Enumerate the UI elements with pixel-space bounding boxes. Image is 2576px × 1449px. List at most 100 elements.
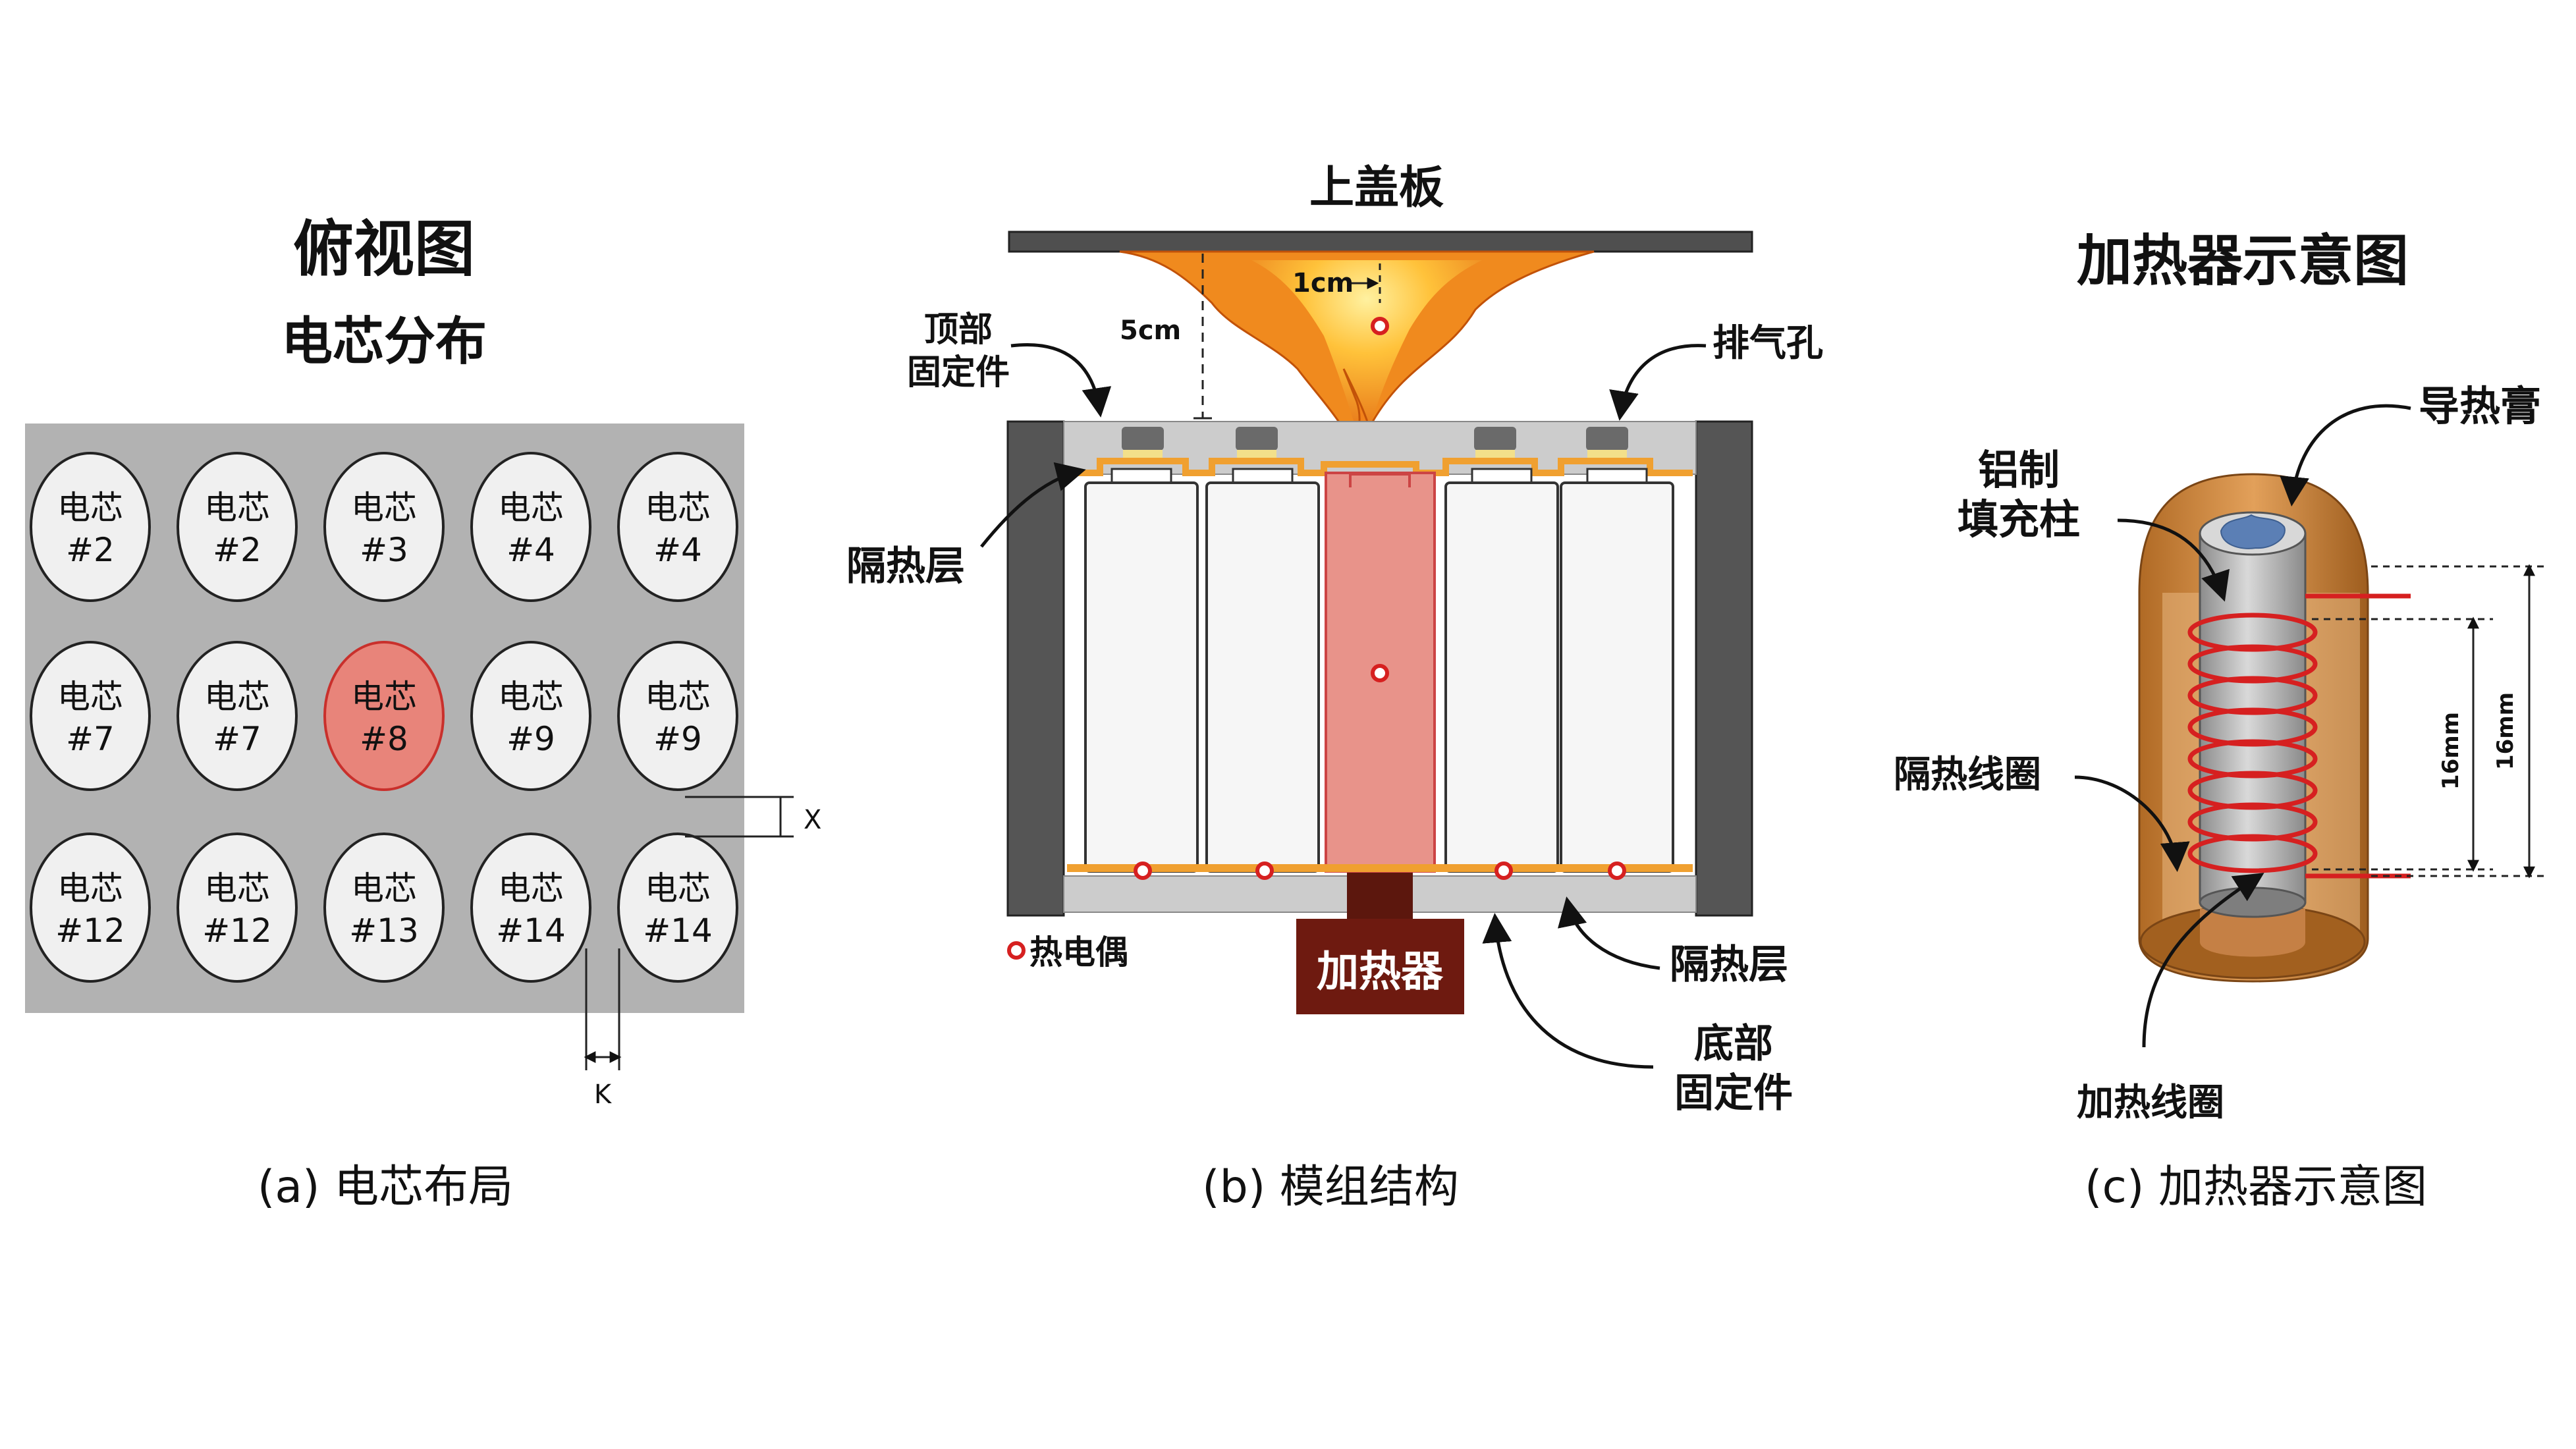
coil-turn	[2187, 739, 2318, 779]
aluminum-column-label-1: 铝制	[1978, 446, 2060, 494]
cell-1: 电芯 #2	[30, 452, 151, 602]
aluminum-column	[2199, 532, 2307, 904]
heating-coil	[2187, 613, 2318, 873]
cell-ellipse	[30, 641, 151, 791]
cell-label-number: #3	[360, 531, 408, 569]
cell-label-top: 电芯	[351, 678, 417, 716]
panel-a: 俯视图 电芯分布 电芯#2电芯#2电芯#3电芯#4电芯#4电芯#7电芯#7电芯#…	[25, 214, 821, 1213]
thermocouple-legend-icon	[1007, 941, 1026, 960]
thermocouple-point	[1371, 664, 1389, 682]
right-wall	[1695, 420, 1753, 917]
cell-3: 电芯#3	[323, 452, 445, 602]
thermocouple-point	[1494, 861, 1513, 880]
aluminum-column-arrow	[2117, 518, 2230, 602]
coil-turn	[2187, 644, 2318, 684]
cell-11: 电芯 #12	[30, 833, 151, 983]
cell-label-number: #4	[653, 531, 702, 569]
cell-label-top: 电芯	[498, 869, 564, 908]
battery-cell	[1560, 468, 1674, 873]
panel-b: 上盖板 1cm 5cm 加热器	[846, 162, 1823, 1213]
thermocouple-point	[1255, 861, 1274, 880]
cell-ellipse	[177, 452, 298, 602]
cell-14: 电芯#14	[470, 833, 591, 983]
dim-inner-label: 16mm	[2438, 712, 2464, 790]
cell-ellipse	[323, 833, 445, 983]
cell-ellipse	[30, 452, 151, 602]
cell-label-number: #7	[66, 720, 115, 758]
cell-label-top: 电芯	[498, 678, 564, 716]
cell-ellipse	[177, 641, 298, 791]
thermal-paste-label: 导热膏	[2419, 382, 2541, 430]
cell-ellipse	[323, 452, 445, 602]
thermocouple-point	[1371, 317, 1389, 335]
heating-coil-arrow	[2142, 873, 2264, 1048]
cell-15: 电芯#14	[617, 833, 738, 983]
panel-a-title: 俯视图	[293, 214, 475, 285]
cell-label-number: #9	[507, 720, 555, 758]
cell-label-number: #2	[66, 531, 115, 569]
top-fixture-label-1: 顶部	[924, 310, 993, 350]
cell-label-top: 电芯	[645, 678, 711, 716]
gap-k-label: K	[594, 1080, 613, 1110]
module-cells	[1084, 468, 1674, 873]
flame-core	[1251, 260, 1482, 454]
dim-1cm-marker	[1350, 263, 1381, 303]
vent-arrow	[1609, 344, 1707, 421]
cell-label-top: 电芯	[204, 678, 270, 716]
insulation-coil-label: 隔热线圈	[1894, 753, 2041, 796]
coil-turn	[2187, 802, 2318, 842]
panel-a-subtitle: 电芯分布	[281, 312, 487, 371]
vent	[1122, 427, 1164, 460]
cell-label-number: #9	[653, 720, 702, 758]
coil-turn	[2187, 676, 2318, 715]
dim-5cm-marker	[1193, 254, 1212, 420]
bottom-fixture-label-2: 固定件	[1674, 1070, 1793, 1116]
insulation-bottom-arrow	[1558, 896, 1660, 970]
gap-x-label: X	[804, 805, 821, 835]
left-wall	[1006, 420, 1065, 917]
aluminum-column-bottom	[2199, 887, 2307, 918]
cell-label-number: #12	[202, 912, 272, 950]
thermocouple-point	[1134, 861, 1152, 880]
cell-ellipse	[470, 641, 591, 791]
heater-stem	[1347, 873, 1413, 919]
insulation-coil-arrow	[2074, 775, 2190, 872]
cell-ellipse	[617, 452, 738, 602]
cell-6: 电芯 #7	[30, 641, 151, 791]
thermal-paste	[2220, 514, 2286, 549]
gap-k-dimension	[584, 948, 622, 1070]
heater-label: 加热器	[1317, 948, 1444, 997]
top-plate-label: 上盖板	[1309, 162, 1444, 214]
cell-2: 电芯#2	[177, 452, 298, 602]
dimension-inner	[2312, 616, 2493, 872]
vent	[1236, 427, 1278, 460]
cell-label-top: 电芯	[57, 869, 123, 908]
dim-5cm-label: 5cm	[1120, 315, 1181, 346]
coil-turn	[2187, 771, 2318, 810]
battery-cell	[1084, 468, 1199, 873]
cell-7: 电芯 #7	[177, 641, 298, 791]
coil-turn	[2187, 613, 2318, 652]
cell-label-top: 电芯	[498, 489, 564, 527]
cell-ellipse	[30, 833, 151, 983]
battery-cell	[1444, 468, 1559, 873]
cell-label-top: 电芯	[351, 869, 417, 908]
cell-label-number: #13	[349, 912, 419, 950]
cell-ellipse	[470, 452, 591, 602]
cell-12: 电芯#12	[177, 833, 298, 983]
panel-c-title: 加热器示意图	[2077, 229, 2409, 293]
cell-label-number: #12	[55, 912, 125, 950]
cell-ellipse	[323, 641, 445, 791]
top-insulation-orange	[1067, 458, 1693, 476]
cell-label-top: 电芯	[57, 678, 123, 716]
panel-c-caption: (c) 加热器示意图	[2085, 1161, 2427, 1213]
thermocouple-point	[1608, 861, 1626, 880]
dim-outer-label: 16mm	[2492, 692, 2519, 770]
cell-label-number: #7	[213, 720, 261, 758]
cell-label-number: #14	[643, 912, 713, 950]
dimension-outer	[2371, 564, 2549, 879]
thermal-paste-arrow	[2280, 404, 2411, 506]
cell-label-top: 电芯	[57, 489, 123, 527]
cell-grid: 电芯#2电芯#2电芯#3电芯#4电芯#4电芯#7电芯#7电芯#8电芯#9电芯#9…	[30, 452, 738, 983]
